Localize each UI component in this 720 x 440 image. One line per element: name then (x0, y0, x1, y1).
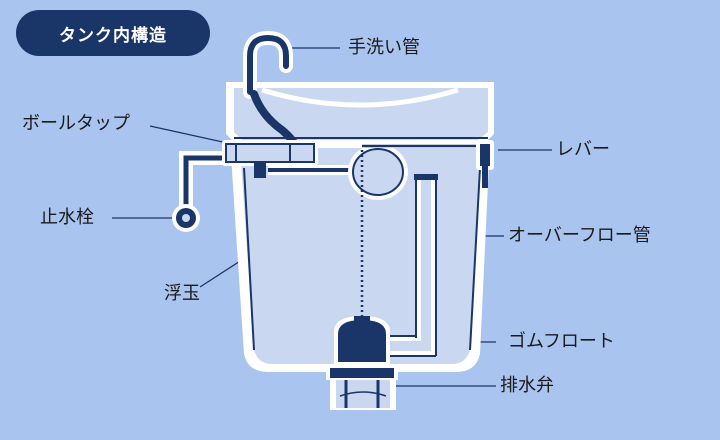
label-float: 浮玉 (164, 283, 200, 304)
label-rubber-float: ゴムフロート (508, 331, 615, 352)
ball-tap (222, 140, 350, 178)
rubber-float (326, 316, 398, 380)
lever (362, 140, 494, 188)
label-drain-valve: 排水弁 (500, 375, 554, 396)
supply-pipe (179, 151, 234, 216)
overflow-pipe (382, 174, 438, 357)
label-overflow-pipe: オーバーフロー管 (508, 225, 651, 246)
tank-lid (226, 82, 494, 146)
label-lever: レバー (556, 139, 610, 160)
label-stop-valve: 止水栓 (40, 207, 94, 228)
float-ball (348, 144, 408, 200)
label-ball-tap: ボールタップ (22, 113, 130, 134)
diagram-title: タンク内構造 (16, 10, 210, 56)
label-hand-wash-pipe: 手洗い管 (348, 37, 420, 58)
stop-valve (172, 204, 200, 232)
